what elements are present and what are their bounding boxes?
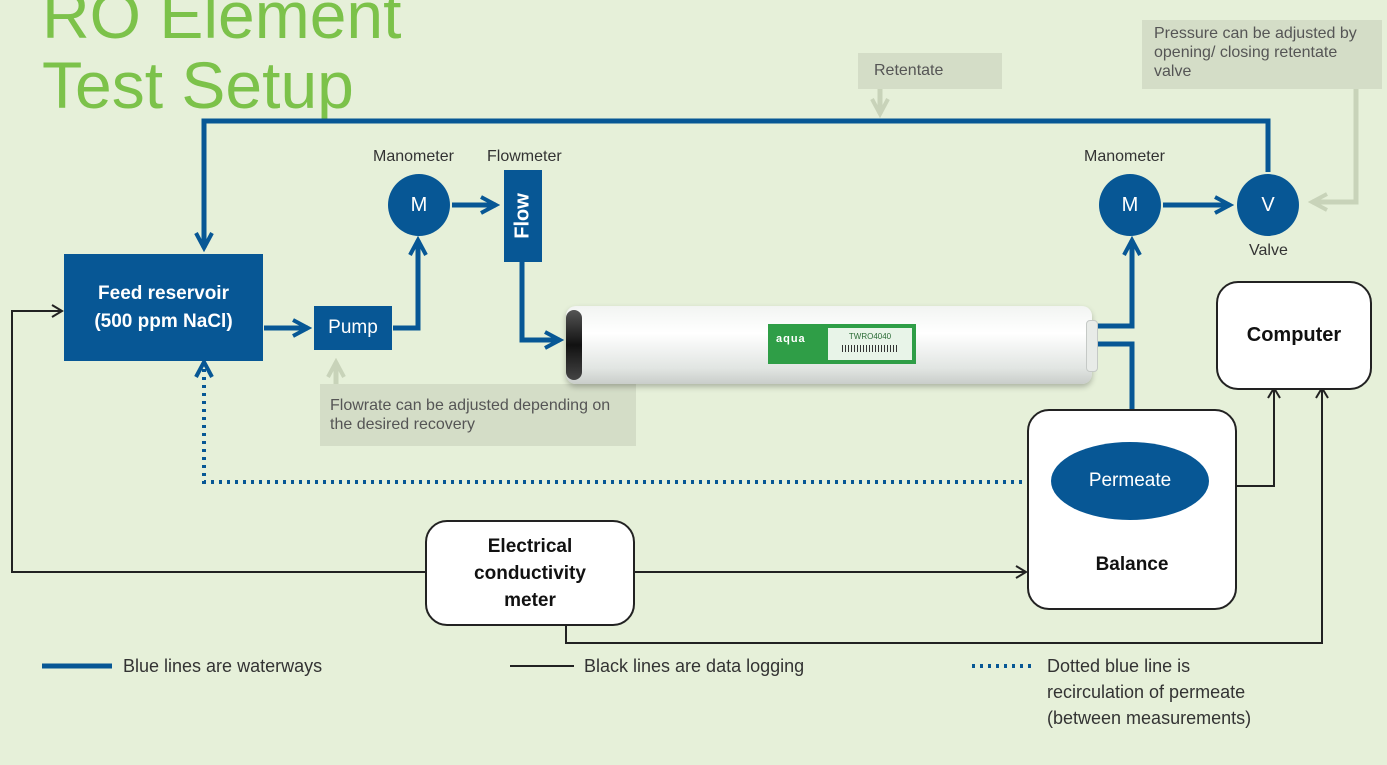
- manometer-feed: M: [388, 174, 450, 236]
- flowmeter-label: Flowmeter: [487, 148, 562, 165]
- pump-label: Pump: [328, 317, 378, 338]
- pressure-note: Pressure can be adjusted by opening/ clo…: [1142, 20, 1382, 89]
- legend-waterways: Blue lines are waterways: [123, 656, 323, 676]
- flowmeter-symbol: Flow: [511, 193, 534, 239]
- permeate: Permeate: [1051, 442, 1209, 520]
- membrane-endcap: [566, 310, 582, 380]
- membrane-to-manometer-line: [1092, 240, 1132, 329]
- membrane-to-permeate-line: [1092, 341, 1132, 436]
- pump: Pump: [314, 306, 392, 350]
- feed-reservoir: Feed reservoir (500 ppm NaCl): [64, 254, 263, 361]
- legend-data-logging: Black lines are data logging: [584, 656, 805, 676]
- membrane-model: TWRO4040: [848, 332, 892, 341]
- manometer-feed-label: Manometer: [373, 148, 454, 165]
- membrane-label: aqua TWRO4040: [768, 324, 916, 364]
- balance-label: Balance: [1095, 554, 1169, 575]
- manometer-retentate: M: [1099, 174, 1161, 236]
- membrane-barcode: [842, 345, 898, 352]
- pump-to-manometer-line: [393, 240, 418, 331]
- valve: V: [1237, 174, 1299, 236]
- manometer-retentate-label: Manometer: [1084, 148, 1165, 165]
- ec-meter: Electrical conductivity meter: [425, 520, 635, 626]
- computer-label: Computer: [1246, 324, 1342, 346]
- computer: Computer: [1216, 281, 1372, 390]
- title-line-2: Test Setup: [42, 48, 354, 122]
- manometer-retentate-symbol: M: [1121, 193, 1139, 216]
- balance-to-computer-data-line: [1234, 386, 1281, 487]
- permeate-label: Permeate: [1088, 470, 1172, 491]
- membrane-outlet-cap: [1086, 320, 1098, 372]
- page-title: RO Element Test Setup: [42, 0, 401, 120]
- ec-to-computer-data-line: [565, 386, 1329, 644]
- legend-recirculation: Dotted blue line is recirculation of per…: [1047, 656, 1252, 728]
- title-line-1: RO Element: [42, 0, 402, 52]
- membrane-brand-logo: aqua: [776, 333, 806, 345]
- ro-membrane-element: aqua TWRO4040: [566, 306, 1098, 384]
- ec-to-feed-data-line: [11, 304, 427, 573]
- valve-symbol: V: [1261, 193, 1275, 216]
- flowmeter: Flow: [504, 170, 542, 262]
- recirculation-line: [204, 362, 1046, 484]
- retentate-return-line: [204, 118, 1271, 248]
- retentate-note: Retentate: [858, 53, 1002, 89]
- membrane-model-tag: TWRO4040: [828, 328, 912, 360]
- flowmeter-to-membrane-line: [519, 262, 560, 340]
- manometer-feed-symbol: M: [410, 193, 428, 216]
- valve-label: Valve: [1249, 242, 1288, 259]
- flowrate-note: Flowrate can be adjusted depending on th…: [320, 384, 636, 446]
- ec-meter-label: Electrical conductivity meter: [474, 535, 586, 611]
- pressure-note-arrow: [1312, 88, 1359, 202]
- feed-reservoir-label: Feed reservoir (500 ppm NaCl): [94, 282, 233, 332]
